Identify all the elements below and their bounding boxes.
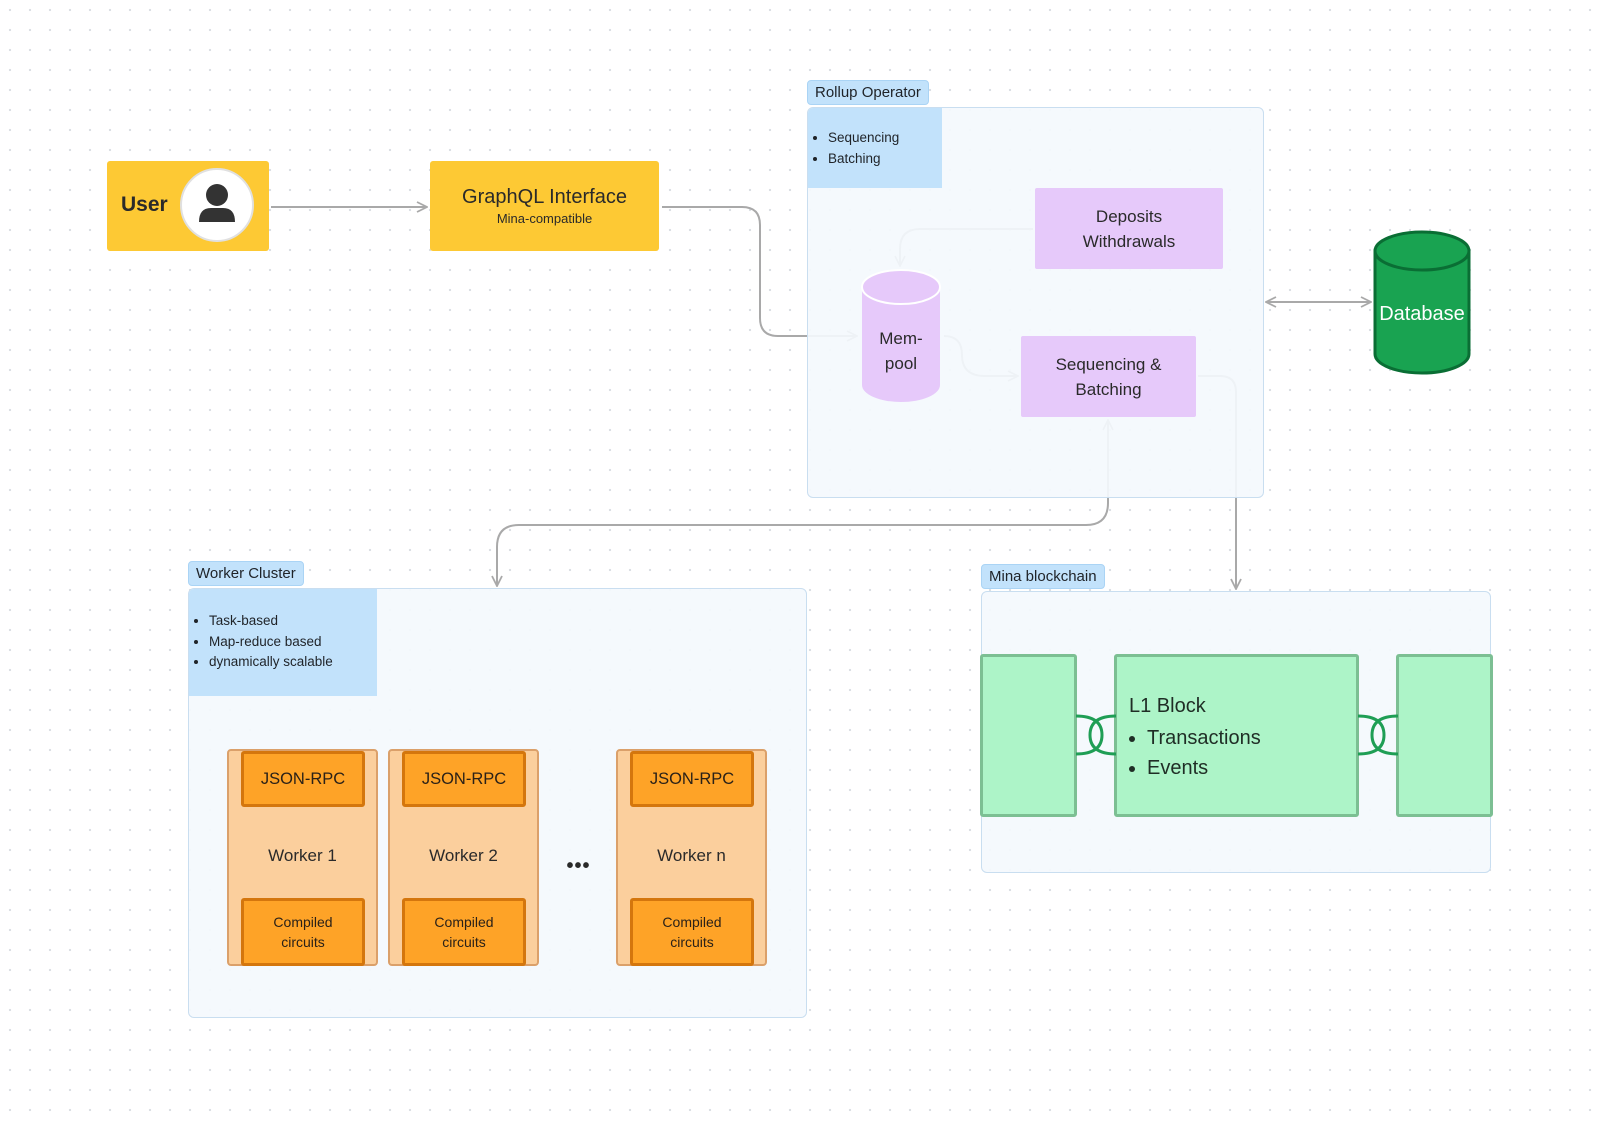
rollup-notes: Sequencing Batching — [808, 108, 942, 188]
rollup-operator-tag: Rollup Operator — [807, 80, 929, 105]
mempool-label: Mem- pool — [861, 326, 941, 376]
user-label: User — [121, 193, 168, 216]
mina-blockchain-tag: Mina blockchain — [981, 564, 1105, 589]
batching-label: Batching — [1075, 379, 1142, 399]
worker-cluster-notes: Task-based Map-reduce based dynamically … — [189, 589, 377, 696]
database-node: Database — [1373, 230, 1471, 375]
mempool-label-line1: Mem- — [879, 329, 923, 348]
json-rpc-box: JSON-RPC — [402, 751, 526, 807]
json-rpc-box: JSON-RPC — [241, 751, 365, 807]
rollup-note-item: Sequencing — [828, 128, 942, 149]
chain-link-icon — [1357, 714, 1399, 756]
graphql-subtitle: Mina-compatible — [496, 211, 593, 226]
sequencing-batching-node: Sequencing & Batching — [1021, 336, 1196, 417]
worker-n: JSON-RPC Worker n Compiled circuits — [616, 749, 767, 966]
more-workers-ellipsis: ••• — [566, 855, 591, 877]
worker-note-item: dynamically scalable — [209, 652, 377, 673]
chain-link-icon — [1075, 714, 1117, 756]
circuits-line1: Compiled — [434, 914, 494, 930]
l1-block-item: Events — [1147, 753, 1261, 783]
rollup-operator-group: Sequencing Batching — [807, 107, 1264, 498]
worker-1: JSON-RPC Worker 1 Compiled circuits — [227, 749, 378, 966]
l1-block-items: Transactions Events — [1127, 723, 1261, 783]
worker-name: Worker 2 — [429, 846, 498, 865]
compiled-circuits-box: Compiled circuits — [241, 898, 365, 966]
database-cylinder — [1373, 230, 1471, 375]
database-label: Database — [1379, 303, 1465, 325]
circuits-line2: circuits — [670, 934, 714, 950]
mempool-cylinder — [861, 269, 941, 402]
l1-block-title: L1 Block — [1129, 695, 1206, 717]
worker-2: JSON-RPC Worker 2 Compiled circuits — [388, 749, 539, 966]
next-block — [1396, 654, 1493, 817]
person-icon — [199, 184, 235, 222]
worker-note-item: Map-reduce based — [209, 632, 377, 653]
worker-name: Worker n — [657, 846, 726, 865]
circuits-line1: Compiled — [662, 914, 722, 930]
json-rpc-box: JSON-RPC — [630, 751, 754, 807]
mempool-node: Mem- pool — [861, 269, 941, 403]
worker-cluster-tag: Worker Cluster — [188, 561, 304, 586]
worker-note-item: Task-based — [209, 611, 377, 632]
previous-block — [980, 654, 1077, 817]
graphql-interface-node: GraphQL Interface Mina-compatible — [430, 161, 659, 251]
l1-block: L1 Block Transactions Events — [1114, 654, 1359, 817]
rollup-note-item: Batching — [828, 149, 942, 170]
deposits-label: Deposits — [1095, 206, 1163, 226]
mempool-label-line2: pool — [884, 354, 918, 373]
user-node: User — [107, 161, 269, 251]
l1-block-item: Transactions — [1147, 723, 1261, 753]
circuits-line1: Compiled — [273, 914, 333, 930]
circuits-line2: circuits — [442, 934, 486, 950]
compiled-circuits-box: Compiled circuits — [402, 898, 526, 966]
compiled-circuits-box: Compiled circuits — [630, 898, 754, 966]
deposits-withdrawals-node: Deposits Withdrawals — [1035, 188, 1223, 269]
sequencing-label: Sequencing & — [1055, 354, 1162, 374]
graphql-title: GraphQL Interface — [462, 186, 627, 208]
withdrawals-label: Withdrawals — [1082, 231, 1176, 251]
circuits-line2: circuits — [281, 934, 325, 950]
user-avatar — [180, 168, 254, 242]
worker-name: Worker 1 — [268, 846, 337, 865]
